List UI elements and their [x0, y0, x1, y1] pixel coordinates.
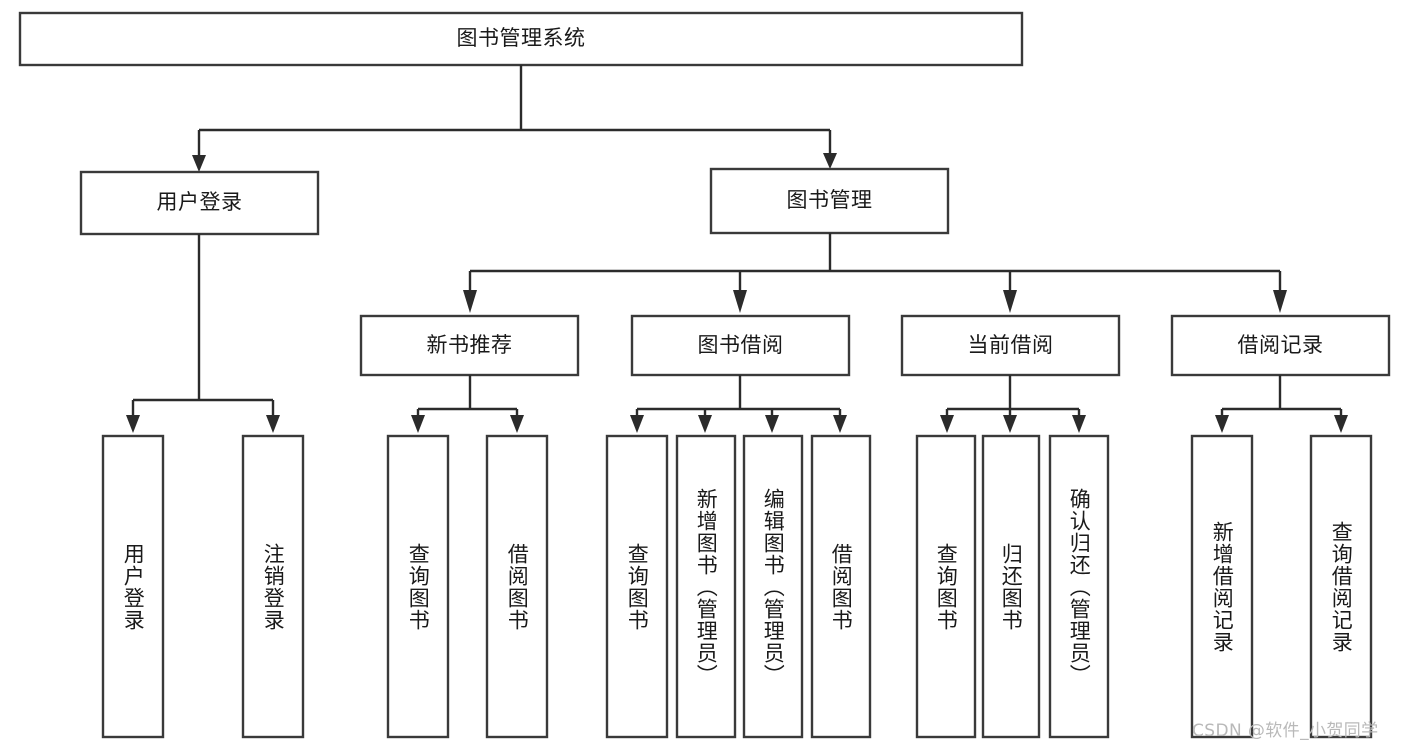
connector-new-book-to-leaves [416, 375, 519, 420]
arrowhead-book-borrow-leaf-1 [630, 415, 644, 433]
connector-book-manage-to-level3 [468, 233, 1282, 295]
leaf-box-borrow-record-1 [1190, 434, 1254, 739]
arrowhead-current-borrow-leaf-2 [1003, 415, 1017, 433]
arrowhead-to-borrow-record [1273, 290, 1287, 313]
leaf-box-book-borrow-2 [675, 434, 737, 739]
node-root-box [18, 11, 1024, 67]
arrowhead-book-borrow-leaf-4 [833, 415, 847, 433]
leaf-box-new-book-1 [386, 434, 450, 739]
leaf-box-book-borrow-4 [810, 434, 872, 739]
arrowhead-book-borrow-leaf-3 [765, 415, 779, 433]
leaf-box-current-borrow-1 [915, 434, 977, 739]
arrowhead-borrow-record-leaf-1 [1215, 415, 1229, 433]
node-borrow-record-box [1170, 314, 1391, 377]
arrowhead-to-book-manage [823, 153, 837, 169]
leaf-box-book-borrow-3 [742, 434, 804, 739]
connector-book-borrow-to-leaves [635, 375, 842, 420]
node-book-manage-box [709, 167, 950, 235]
arrowhead-book-borrow-leaf-2 [698, 415, 712, 433]
connector-user-login-to-leaves [131, 234, 275, 420]
arrowhead-new-book-leaf-1 [411, 415, 425, 433]
arrowhead-new-book-leaf-2 [510, 415, 524, 433]
arrowhead-to-book-borrow [733, 290, 747, 313]
connector-borrow-record-to-leaves [1220, 375, 1343, 420]
arrowhead-user-login-leaf-1 [126, 415, 140, 433]
node-user-login-box [79, 170, 320, 236]
leaf-box-current-borrow-2 [981, 434, 1041, 739]
connector-root-to-level2 [197, 65, 832, 160]
arrowhead-current-borrow-leaf-1 [940, 415, 954, 433]
arrowhead-to-user-login [192, 155, 206, 172]
leaf-box-borrow-record-2 [1309, 434, 1373, 739]
node-book-borrow-box [630, 314, 851, 377]
node-current-borrow-box [900, 314, 1121, 377]
arrowhead-borrow-record-leaf-2 [1334, 415, 1348, 433]
node-new-book-box [359, 314, 580, 377]
arrowhead-current-borrow-leaf-3 [1072, 415, 1086, 433]
leaf-box-new-book-2 [485, 434, 549, 739]
connector-current-borrow-to-leaves [945, 375, 1081, 420]
leaf-box-book-borrow-1 [605, 434, 669, 739]
arrowhead-user-login-leaf-2 [266, 415, 280, 433]
leaf-box-current-borrow-3 [1048, 434, 1110, 739]
arrowhead-to-current-borrow [1003, 290, 1017, 313]
leaf-box-user-login-2 [241, 434, 305, 739]
arrowhead-to-new-book [463, 290, 477, 313]
leaf-box-user-login-1 [101, 434, 165, 739]
